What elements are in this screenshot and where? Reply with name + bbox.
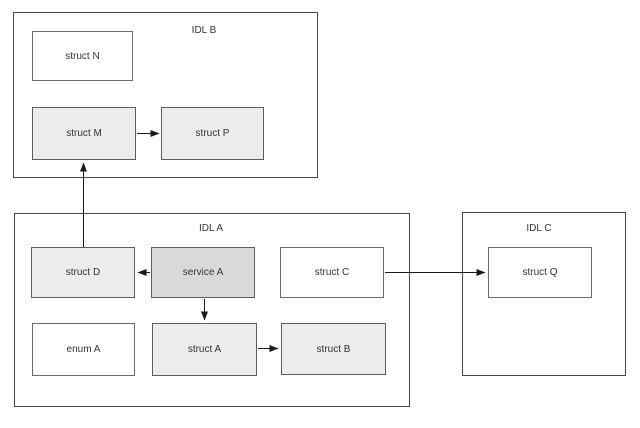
- node-service-a-label: service A: [182, 267, 224, 278]
- container-idl-c: IDL C: [462, 212, 626, 376]
- node-struct-m-label: struct M: [66, 128, 102, 139]
- node-struct-q: struct Q: [488, 247, 592, 298]
- node-struct-d-label: struct D: [65, 267, 101, 278]
- node-struct-c: struct C: [280, 247, 384, 298]
- node-struct-d: struct D: [31, 247, 135, 298]
- node-struct-p: struct P: [161, 107, 264, 160]
- container-idl-a-label: IDL A: [198, 223, 224, 234]
- node-struct-b-label: struct B: [316, 343, 351, 355]
- node-service-a: service A: [151, 247, 255, 298]
- container-idl-b-label: IDL B: [191, 25, 217, 36]
- node-struct-n-label: struct N: [65, 50, 100, 62]
- container-idl-a: IDL A: [14, 213, 410, 407]
- node-struct-q-label: struct Q: [522, 267, 558, 278]
- node-enum-a: enum A: [32, 323, 135, 376]
- node-struct-n: struct N: [32, 31, 133, 81]
- node-struct-p-label: struct P: [195, 128, 230, 139]
- node-struct-a-label: struct A: [187, 344, 222, 355]
- node-struct-c-label: struct C: [314, 267, 350, 278]
- container-idl-c-label: IDL C: [526, 223, 552, 234]
- node-struct-a: struct A: [152, 323, 257, 376]
- node-enum-a-label: enum A: [66, 344, 101, 355]
- node-struct-m: struct M: [32, 107, 136, 160]
- container-idl-b: IDL B: [13, 12, 318, 178]
- node-struct-b: struct B: [281, 323, 386, 375]
